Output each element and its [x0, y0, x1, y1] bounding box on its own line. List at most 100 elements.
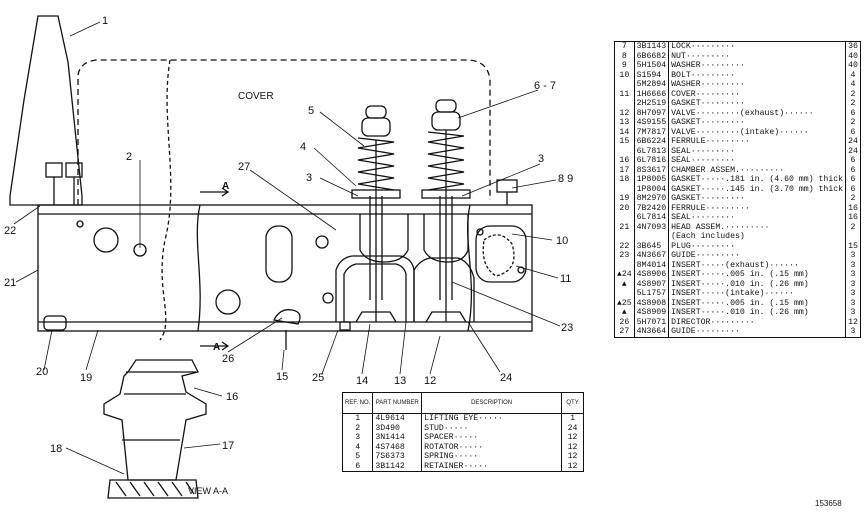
cell-num: 1H6666 [634, 89, 670, 99]
cell-desc: LIFTING EYE····· [421, 413, 563, 424]
warning-triangle-icon: ▲ [621, 279, 627, 289]
callout-16: 16 [226, 391, 238, 403]
ref-number: 15 [619, 137, 630, 147]
callout-12: 12 [424, 375, 436, 387]
callout-27: 27 [238, 161, 250, 173]
warning-triangle-icon: ▲ [617, 270, 622, 280]
cell-ref [614, 232, 635, 242]
view-aa-label: VIEW A-A [188, 486, 228, 496]
cell-qty: 2 [850, 99, 856, 109]
ref-number: 19 [619, 194, 630, 204]
cell-desc: SEAL········· [668, 146, 847, 156]
cell-qty: 24 [848, 146, 858, 156]
cell-desc: INSERT·····.010 in. (.26 mm) [668, 308, 847, 318]
ref-number: 21 [619, 222, 630, 232]
cell-ref: 5 [342, 452, 374, 462]
cell-qty: 3 [850, 270, 856, 280]
cell-desc: HEAD ASSEM.········· [668, 222, 847, 232]
cell-desc: WASHER········· [668, 80, 847, 90]
cell-num: 8M4014 [634, 260, 670, 270]
cell-qty: 4 [850, 80, 856, 90]
cell-qty: 2 [850, 118, 856, 128]
cover-outline [77, 59, 491, 205]
cell-ref: 22 [614, 241, 635, 251]
cell-desc: FERRULE········· [668, 137, 847, 147]
callout-25: 25 [312, 372, 324, 384]
cell-desc: GUIDE········· [668, 327, 847, 337]
ref-number: 23 [619, 251, 630, 261]
figure-number: 153658 [815, 499, 842, 508]
cell-ref [614, 146, 635, 156]
cell-num: 4S8907 [634, 279, 670, 289]
head-hole [215, 289, 241, 315]
cell-qty: 6 [850, 156, 856, 166]
cell-num: 1P8004 [634, 184, 670, 194]
cell-qty: 36 [848, 42, 858, 52]
cell-qty: 3 [850, 289, 856, 299]
cell-desc: (Each includes) [668, 232, 847, 242]
callout-20: 20 [36, 366, 48, 378]
callout-15: 15 [276, 371, 288, 383]
cell-desc: VALVE·········(exhaust)······ [668, 108, 847, 118]
cell-desc: GUIDE········· [668, 251, 847, 261]
cell-desc: INSERT·····.005 in. (.15 mm) [668, 270, 847, 280]
cell-ref [614, 99, 635, 109]
ref-number: 22 [619, 241, 630, 251]
ref-number: 12 [619, 108, 630, 118]
cell-num: 5H1504 [634, 61, 670, 71]
header-description: DESCRIPTION [421, 392, 563, 414]
callout-19: 19 [80, 372, 92, 384]
cell-qty: 24 [567, 423, 578, 433]
side-cover [475, 225, 527, 283]
warning-triangle-icon: ▲ [617, 298, 622, 308]
cell-qty: 40 [848, 61, 858, 71]
cell-ref: 2 [342, 423, 374, 433]
ref-number: 24 [621, 270, 632, 280]
cell-num [634, 232, 670, 242]
cell-qty: 12 [567, 461, 578, 471]
cell-num: 1P8005 [634, 175, 670, 185]
cell-num: S1594 [634, 70, 670, 80]
valve-rotator [351, 189, 401, 199]
cell-num: 4S9155 [634, 118, 670, 128]
cell-qty: 6 [850, 175, 856, 185]
cell-desc: INSERT·····(exhaust)······ [668, 260, 847, 270]
callout-1: 1 [102, 15, 108, 27]
section-a-label-top: A [222, 181, 229, 192]
cell-qty: 12 [567, 442, 578, 452]
cell-num: 8H7097 [634, 108, 670, 118]
cell-num: 3D490 [372, 423, 423, 433]
callout-14: 14 [356, 375, 368, 387]
cell-ref: 12 [614, 108, 635, 118]
cell-desc: GASKET········· [668, 118, 847, 128]
ref-number: 11 [619, 89, 630, 99]
callout-10: 10 [556, 235, 568, 247]
ref-number: 20 [619, 203, 630, 213]
cell-desc: LOCK········· [668, 41, 847, 52]
callout-21: 21 [4, 277, 16, 289]
cell-qty: 4 [850, 70, 856, 80]
cell-num: 4S8906 [634, 270, 670, 280]
callout-11: 11 [560, 273, 571, 285]
spring-retainer [431, 111, 461, 131]
cylinder-head-exploded-diagram: COVER VIEW A-A A A 1 2 3 4 5 6 - 7 3 8 9… [4, 15, 573, 499]
cell-num: 2H2519 [634, 99, 670, 109]
ref-number: 27 [619, 327, 630, 337]
cell-ref: 27 [614, 327, 635, 337]
nut [496, 179, 518, 193]
callout-26: 26 [222, 353, 234, 365]
